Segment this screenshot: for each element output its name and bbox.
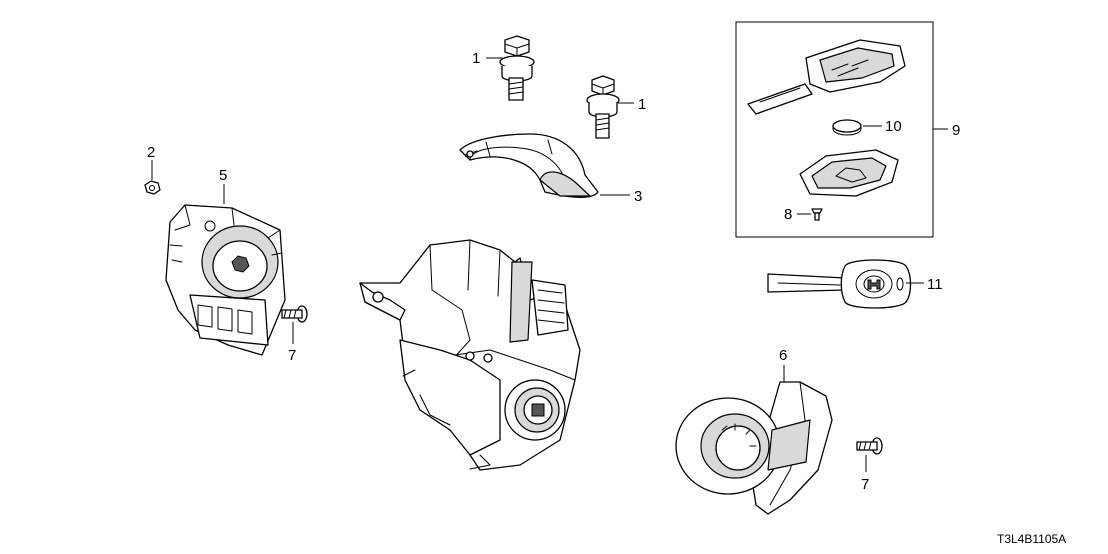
remote-key-fob xyxy=(747,39,906,115)
screw-part-7b xyxy=(856,437,883,455)
callout-1b: 1 xyxy=(638,96,646,113)
diagram-code: T3L4B1105A xyxy=(997,532,1066,546)
key-cylinder-bezel-part-6 xyxy=(675,381,833,515)
callout-10: 10 xyxy=(885,118,902,135)
bracket-part-3 xyxy=(459,133,599,198)
fob-back-cover xyxy=(799,149,899,197)
callout-8: 8 xyxy=(784,206,792,223)
callout-2: 2 xyxy=(147,144,155,161)
nut-part-2 xyxy=(144,180,161,195)
callout-1a: 1 xyxy=(472,50,480,67)
callout-11: 11 xyxy=(927,276,943,293)
battery-part-10 xyxy=(832,119,862,136)
callout-5: 5 xyxy=(219,167,227,184)
screw-part-8 xyxy=(811,208,823,221)
key-part-11 xyxy=(767,259,912,309)
callout-3: 3 xyxy=(634,188,642,205)
callout-7b: 7 xyxy=(861,476,869,493)
bolt-part-1b xyxy=(586,75,620,139)
callout-7a: 7 xyxy=(288,347,296,364)
callout-6: 6 xyxy=(779,347,787,364)
callout-9: 9 xyxy=(952,122,960,139)
bolt-part-1a xyxy=(499,35,535,101)
switch-module-part-5 xyxy=(165,204,286,356)
screw-part-7a xyxy=(281,305,308,323)
steering-lock-assembly xyxy=(359,239,581,471)
